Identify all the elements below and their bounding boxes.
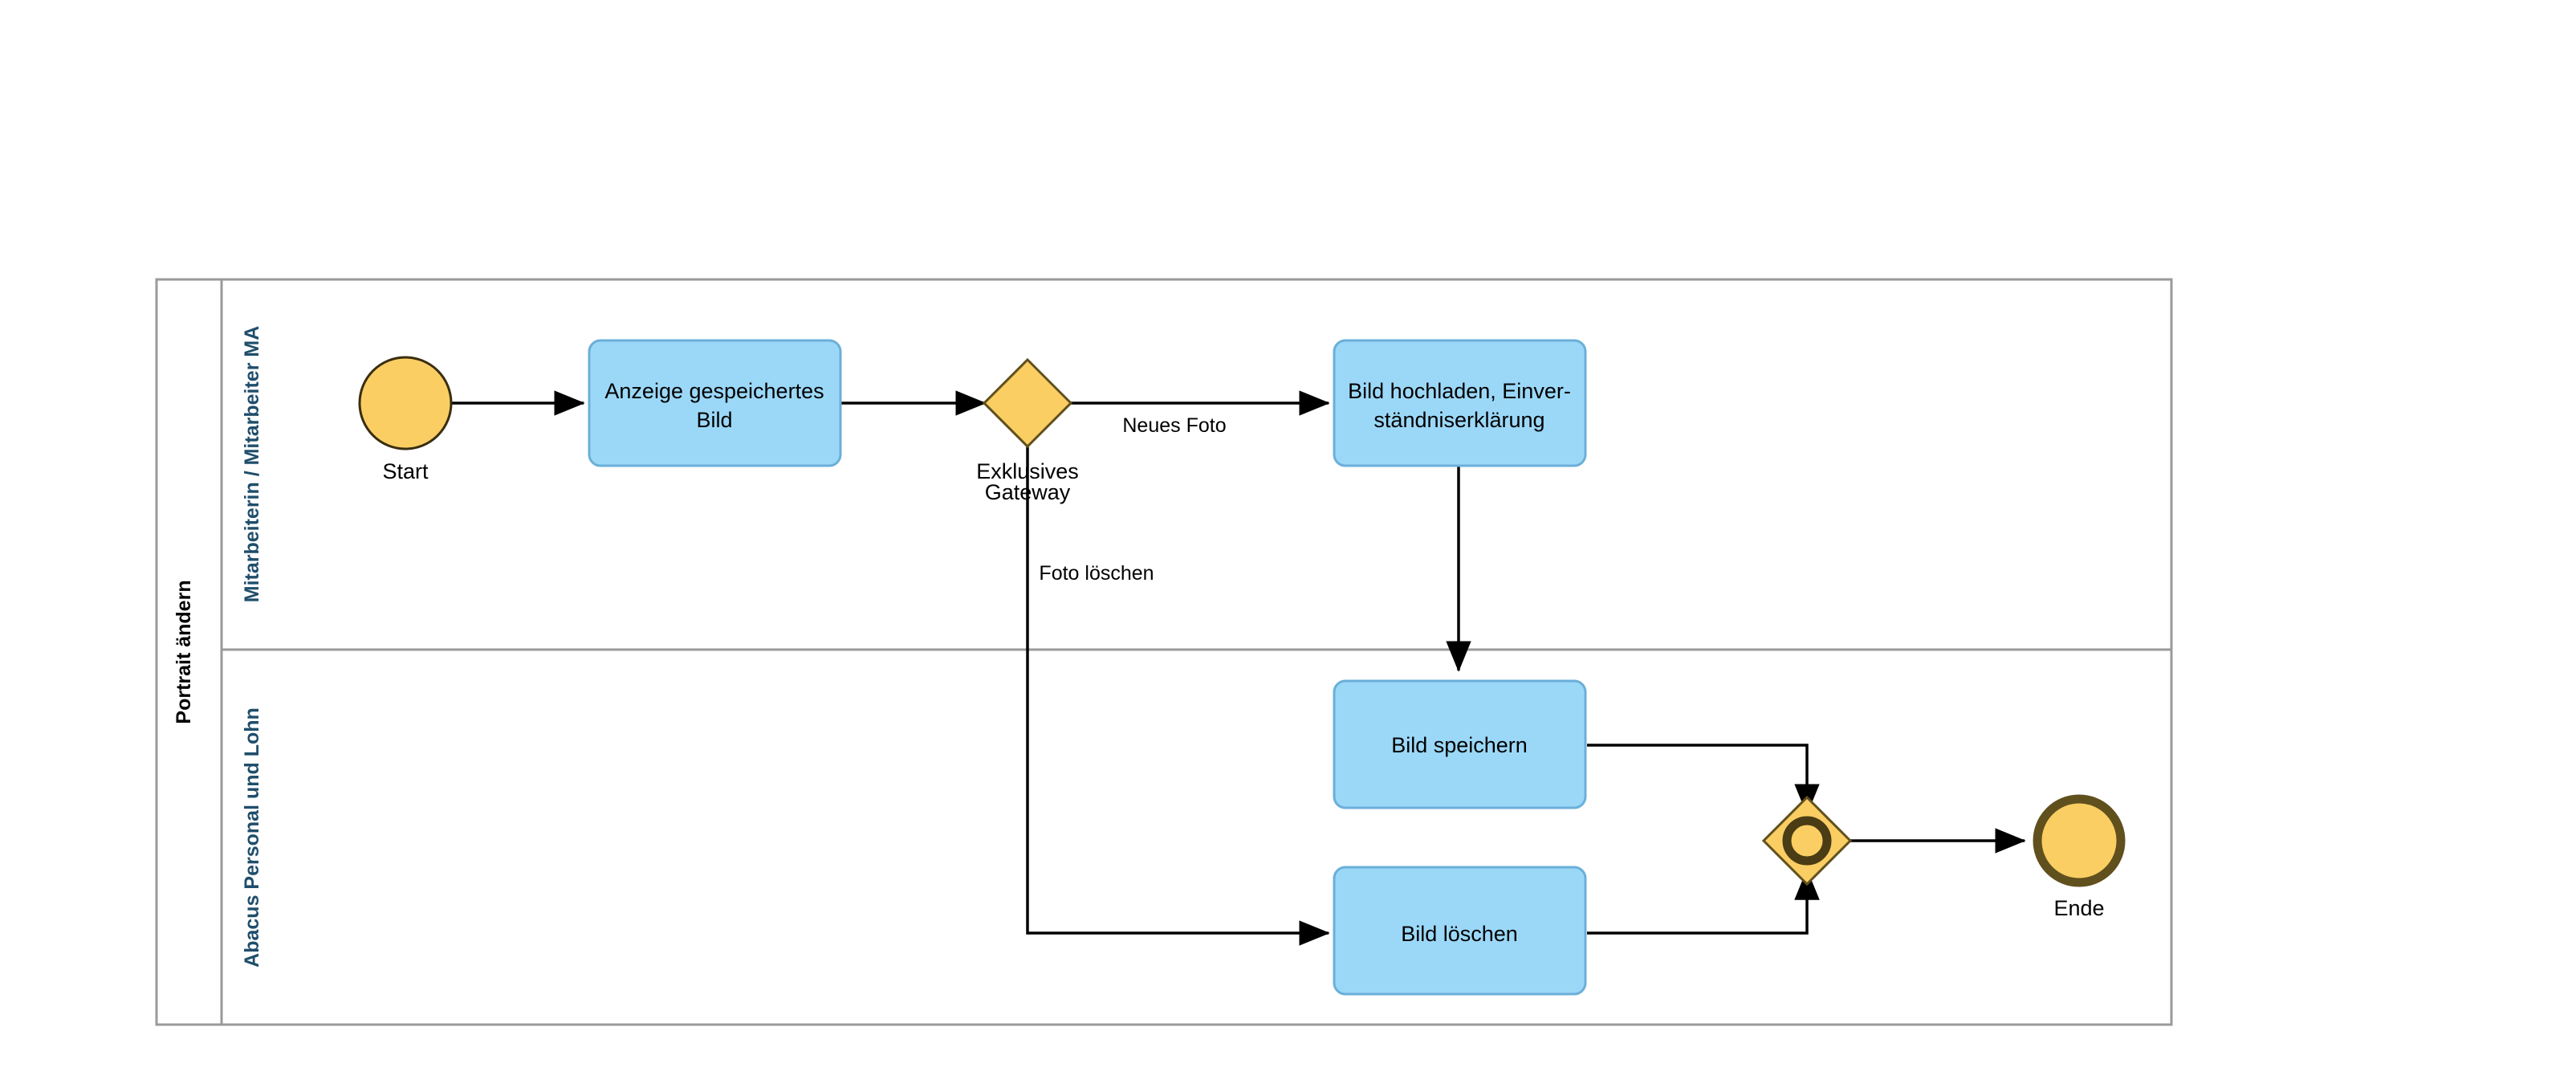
- pool-label: Portrait ändern: [173, 580, 195, 723]
- pool-portrait-aendern[interactable]: Portrait ändern: [155, 278, 2173, 1026]
- lane-label-group-abacus[interactable]: Abacus Personal und Lohn: [241, 707, 263, 968]
- end-event-circle: [2033, 794, 2126, 887]
- flow-gateway-to-loeschen[interactable]: [1026, 446, 1330, 946]
- lane-label-employee: Mitarbeiterin / Mitarbeiter MA: [241, 326, 263, 603]
- edge-label-neues-foto: Neues Foto: [1122, 414, 1226, 437]
- node-task-bild-loeschen[interactable]: Bild löschen: [1333, 866, 1587, 996]
- flow-speichern-to-merge[interactable]: [1587, 744, 1820, 815]
- merge-gateway-inner-circle: [1782, 816, 1832, 866]
- merge-gateway-diamond: [1761, 795, 1853, 886]
- exclusive-gateway-diamond: [982, 357, 1073, 449]
- end-event-label: Ende: [2053, 896, 2104, 920]
- task-hochladen-label-line1: Bild hochladen, Einver-: [1348, 379, 1571, 403]
- pool-outer-border: [155, 278, 2173, 1026]
- start-event-circle: [358, 356, 453, 450]
- task-hochladen-box: [1333, 339, 1587, 467]
- node-merge-gateway[interactable]: [1761, 795, 1853, 886]
- task-anzeige-label-line2: Bild: [696, 408, 732, 432]
- lane-label-abacus: Abacus Personal und Lohn: [241, 707, 263, 968]
- exclusive-gateway-label-line2: Gateway: [985, 480, 1071, 504]
- start-event-label: Start: [382, 459, 429, 483]
- task-hochladen-label-line2: ständniserklärung: [1373, 408, 1544, 432]
- task-anzeige-box: [588, 339, 842, 467]
- flow-loeschen-to-merge[interactable]: [1587, 869, 1820, 935]
- node-task-bild-hochladen[interactable]: Bild hochladen, Einver- ständniserklärun…: [1333, 339, 1587, 467]
- task-anzeige-label-line1: Anzeige gespeichertes: [604, 379, 824, 403]
- node-task-anzeige-gespeichertes-bild[interactable]: Anzeige gespeichertes Bild: [588, 339, 842, 467]
- node-start-event[interactable]: Start: [358, 356, 453, 483]
- task-loeschen-box: [1333, 866, 1587, 996]
- task-speichern-box: [1333, 679, 1587, 809]
- task-loeschen-label: Bild löschen: [1401, 922, 1518, 946]
- node-task-bild-speichern[interactable]: Bild speichern: [1333, 679, 1587, 809]
- lane-label-group-employee[interactable]: Mitarbeiterin / Mitarbeiter MA: [241, 326, 263, 603]
- node-exclusive-gateway[interactable]: Exklusives Gateway: [976, 357, 1079, 504]
- exclusive-gateway-label-line1: Exklusives: [976, 459, 1079, 483]
- edge-label-foto-loeschen: Foto löschen: [1039, 562, 1154, 585]
- sequence-flows: [451, 390, 2026, 946]
- node-end-event[interactable]: Ende: [2033, 794, 2126, 920]
- task-speichern-label: Bild speichern: [1391, 733, 1528, 757]
